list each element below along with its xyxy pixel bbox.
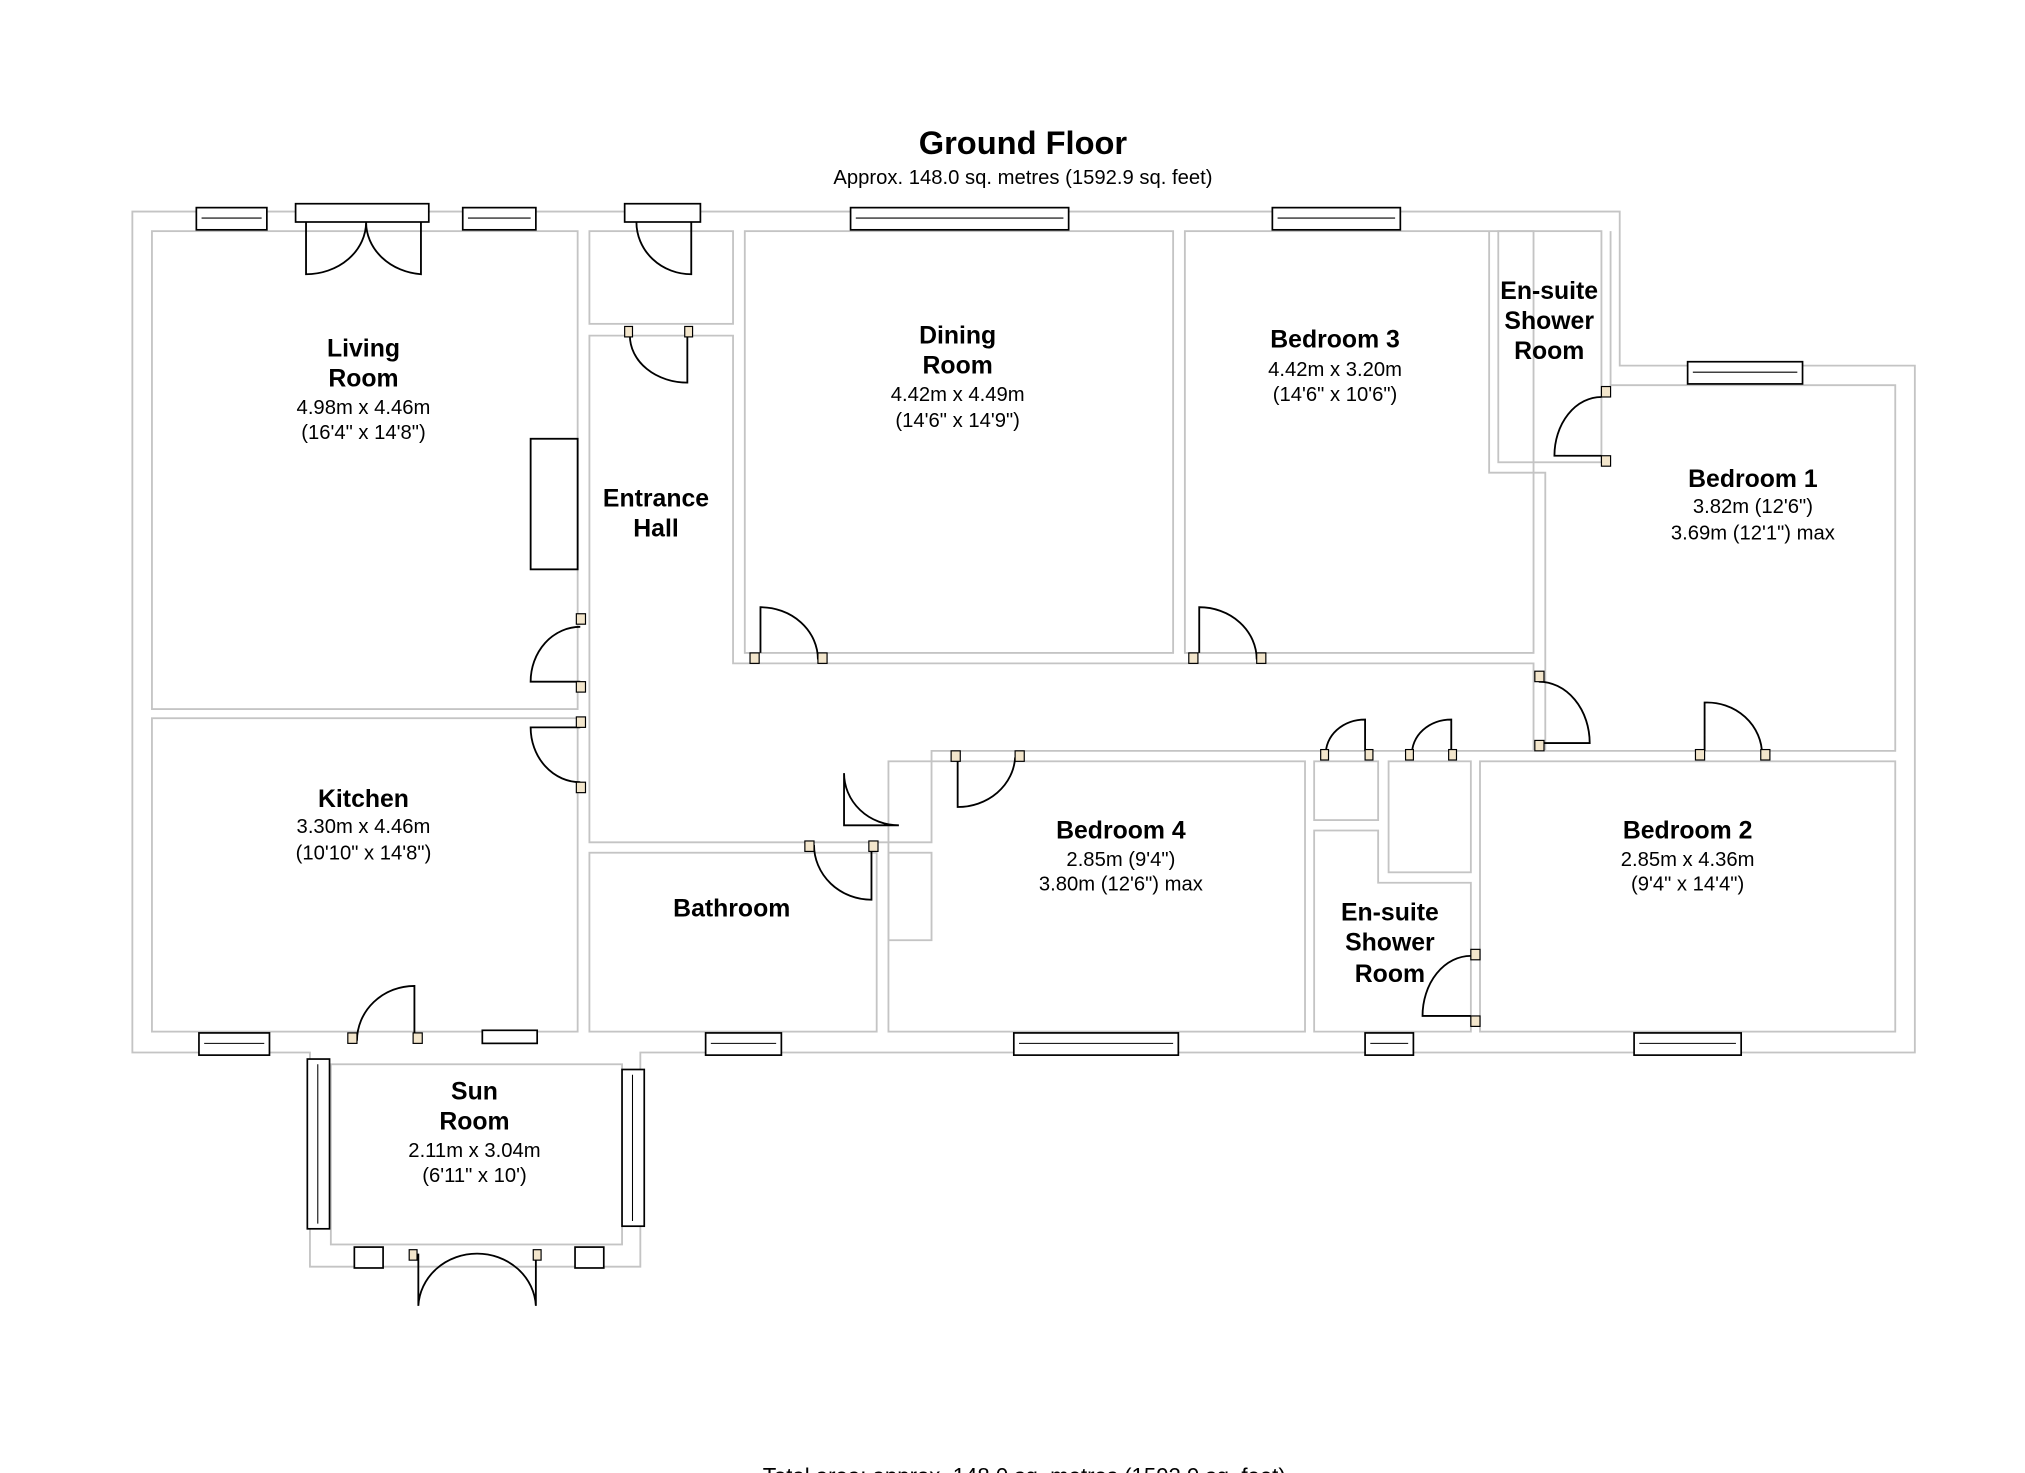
- window: [461, 206, 537, 231]
- room-ensuite-2: En-suite Shower Room: [1341, 900, 1439, 988]
- exterior-walls: [131, 210, 1916, 1268]
- room-name: En-suite: [1341, 900, 1439, 927]
- room-dims: 2.11m x 3.04m: [408, 1140, 540, 1162]
- door: [804, 840, 879, 901]
- sunroom-double-door: [408, 1249, 542, 1306]
- room-dims: (16'4" x 14'8"): [301, 422, 425, 444]
- floor-title: Ground Floor: [919, 124, 1128, 161]
- room-name: Room: [328, 366, 398, 393]
- door: [1534, 670, 1591, 752]
- room-name: En-suite: [1500, 278, 1598, 305]
- room-dining: Dining Room 4.42m x 4.49m (14'6" x 14'9"…: [891, 322, 1025, 432]
- window: [306, 1058, 331, 1230]
- door: [529, 716, 587, 794]
- room-dims: (6'11" x 10'): [422, 1165, 527, 1187]
- window: [1271, 206, 1402, 231]
- room-name: Room: [1514, 338, 1584, 365]
- room-name: Room: [923, 352, 993, 379]
- room-name: Bathroom: [673, 896, 790, 923]
- room-dims: (9'4" x 14'4"): [1631, 874, 1744, 896]
- door: [1404, 718, 1458, 761]
- room-living: Living Room 4.98m x 4.46m (16'4" x 14'8"…: [297, 335, 431, 443]
- door: [1320, 718, 1374, 761]
- room-name: Living: [327, 335, 400, 362]
- door: [1421, 948, 1481, 1027]
- floor-area: Approx. 148.0 sq. metres (1592.9 sq. fee…: [833, 167, 1212, 189]
- room-dims: (10'10" x 14'8"): [296, 842, 432, 864]
- room-dims: 3.69m (12'1") max: [1671, 522, 1835, 544]
- window: [1364, 1032, 1415, 1056]
- window: [1633, 1032, 1743, 1056]
- door: [843, 773, 899, 827]
- room-name: Shower: [1345, 930, 1435, 957]
- doors: [305, 221, 1771, 1306]
- room-name: Bedroom 1: [1688, 466, 1818, 493]
- interior-walls: [151, 230, 1897, 1246]
- room-dims: 4.42m x 3.20m: [1268, 359, 1402, 381]
- window: [1686, 360, 1804, 385]
- window: [574, 1246, 605, 1269]
- window: [623, 202, 702, 223]
- room-dims: (14'6" x 10'6"): [1273, 384, 1397, 406]
- door: [1188, 606, 1267, 664]
- window: [621, 1068, 646, 1228]
- window: [481, 1029, 539, 1045]
- door: [624, 325, 694, 384]
- room-bathroom: Bathroom: [673, 896, 790, 923]
- room-name: Entrance: [603, 486, 709, 513]
- room-sun-room: Sun Room 2.11m x 3.04m (6'11" x 10'): [408, 1079, 540, 1187]
- room-bedroom-2: Bedroom 2 2.85m x 4.36m (9'4" x 14'4"): [1621, 817, 1755, 895]
- door: [1694, 701, 1771, 761]
- window: [1012, 1032, 1180, 1056]
- total-area: Total area: approx. 148.0 sq. metres (15…: [763, 1463, 1286, 1473]
- room-bedroom-1: Bedroom 1 3.82m (12'6") 3.69m (12'1") ma…: [1671, 466, 1835, 544]
- door: [950, 750, 1025, 808]
- room-name: Kitchen: [318, 786, 409, 813]
- door: [529, 613, 587, 693]
- room-name: Dining: [919, 322, 996, 349]
- window: [353, 1246, 384, 1269]
- room-dims: (14'6" x 14'9"): [895, 410, 1019, 432]
- windows: [195, 202, 1804, 1269]
- front-door: [635, 221, 693, 276]
- room-name: Room: [1355, 961, 1425, 988]
- room-name: Bedroom 4: [1056, 817, 1186, 844]
- room-name: Hall: [633, 516, 678, 543]
- door: [347, 985, 423, 1044]
- room-ensuite-1: En-suite Shower Room: [1500, 278, 1598, 365]
- room-dims: 4.42m x 4.49m: [891, 384, 1025, 406]
- room-bedroom-3: Bedroom 3 4.42m x 3.20m (14'6" x 10'6"): [1268, 326, 1402, 406]
- room-name: Room: [439, 1109, 509, 1136]
- room-name: Shower: [1504, 308, 1594, 335]
- room-dims: 2.85m x 4.36m: [1621, 849, 1755, 871]
- door: [1553, 385, 1612, 467]
- room-entrance-hall: Entrance Hall: [603, 486, 709, 543]
- room-dims: 3.80m (12'6") max: [1039, 874, 1203, 896]
- room-name: Bedroom 2: [1623, 817, 1753, 844]
- window: [704, 1032, 783, 1056]
- room-dims: 4.98m x 4.46m: [297, 397, 431, 419]
- room-name: Sun: [451, 1079, 498, 1106]
- double-door: [305, 221, 422, 276]
- door: [749, 606, 828, 664]
- room-dims: 2.85m (9'4"): [1066, 849, 1175, 871]
- window: [198, 1032, 271, 1056]
- window: [849, 206, 1070, 231]
- room-bedroom-4: Bedroom 4 2.85m (9'4") 3.80m (12'6") max: [1039, 817, 1203, 895]
- room-kitchen: Kitchen 3.30m x 4.46m (10'10" x 14'8"): [296, 786, 432, 864]
- window: [195, 206, 268, 231]
- room-name: Bedroom 3: [1270, 326, 1400, 353]
- room-dims: 3.82m (12'6"): [1693, 496, 1813, 518]
- room-dims: 3.30m x 4.46m: [297, 816, 431, 838]
- window: [294, 202, 430, 223]
